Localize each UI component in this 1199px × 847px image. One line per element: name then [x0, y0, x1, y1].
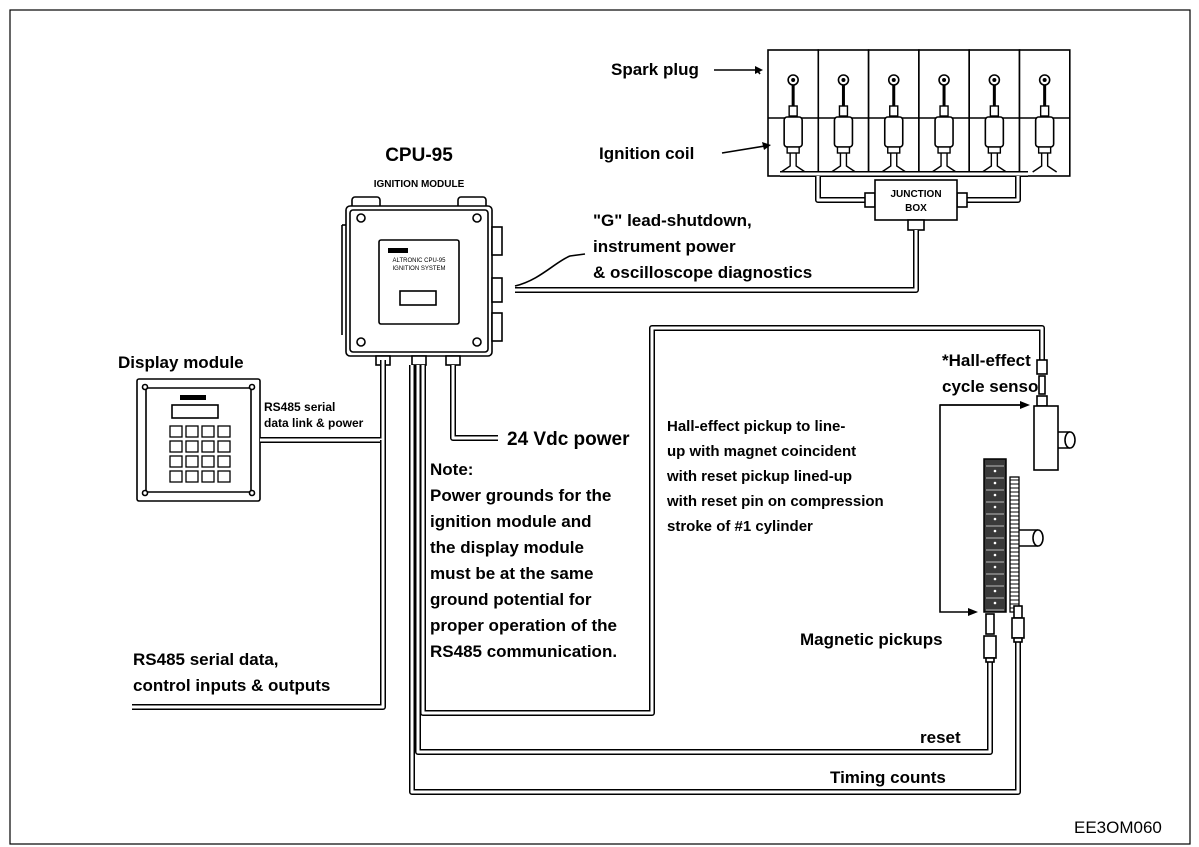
ground-note: Note: Power grounds for the ignition mod… [430, 460, 617, 661]
power-wire [450, 365, 498, 441]
ignition-coil [883, 116, 904, 148]
note-line: RS485 communication. [430, 642, 617, 661]
hall-note-line: with reset pickup lined-up [666, 468, 852, 485]
note-line: ground potential for [430, 590, 592, 609]
hall-sensor-label-2: cycle sensor [942, 377, 1045, 396]
rs485-link-label-1: RS485 serial [264, 400, 335, 414]
hall-note-line: stroke of #1 cylinder [667, 518, 813, 535]
module-brand-text: ALTRONIC CPU-95 [393, 258, 447, 264]
g-lead-wire [514, 230, 919, 293]
display-module [136, 378, 261, 502]
keypad-key[interactable] [185, 425, 199, 438]
drawing-code: EE3OM060 [1074, 818, 1162, 837]
hall-effect-wire [420, 325, 1045, 716]
ignition-coil [833, 116, 854, 148]
ignition-coil [934, 116, 954, 148]
keypad-key[interactable] [201, 425, 215, 438]
rs485-data-label-1: RS485 serial data, [133, 650, 279, 669]
g-lead-label-3: & oscilloscope diagnostics [593, 263, 812, 282]
timing-counts-label: Timing counts [830, 768, 946, 787]
hall-note-line: with reset pin on compression [666, 493, 884, 510]
g-lead-label-2: instrument power [593, 237, 736, 256]
rs485-data-wire [132, 440, 386, 710]
magnetic-pickups-leader [939, 404, 1022, 613]
rs485-link-label-2: data link & power [264, 416, 364, 430]
module-brand-text-2: IGNITION SYSTEM [392, 266, 445, 272]
hall-note-line: Hall-effect pickup to line- [667, 418, 845, 435]
reset-label: reset [920, 728, 961, 747]
hall-note-line: up with magnet coincident [667, 443, 856, 460]
cpu-subtitle: IGNITION MODULE [374, 179, 465, 190]
flywheel-ring-gear [983, 458, 1044, 617]
keypad-key[interactable] [217, 470, 231, 483]
hall-pickup-note: Hall-effect pickup to line- up with magn… [666, 418, 884, 535]
ignition-coil [1034, 116, 1055, 148]
cpu-title: CPU-95 [385, 145, 453, 166]
keypad-key[interactable] [169, 440, 183, 453]
junction-box-label-1: JUNCTION [890, 189, 941, 200]
hall-effect-sensor [1033, 359, 1076, 471]
coil-harness [815, 176, 1021, 203]
note-line: proper operation of the [430, 616, 617, 635]
note-line: Power grounds for the [430, 486, 611, 505]
keypad-key[interactable] [185, 455, 199, 468]
keypad-key[interactable] [169, 455, 183, 468]
engine-cylinder-bank [767, 49, 1071, 177]
timing-counts-wire [409, 365, 1021, 795]
junction-box: JUNCTION BOX [864, 179, 968, 231]
magnetic-pickup-timing [1011, 605, 1025, 643]
keypad-key[interactable] [185, 470, 199, 483]
rs485-data-label-2: control inputs & outputs [133, 676, 330, 695]
ignition-coil [984, 116, 1005, 148]
reset-wire [415, 365, 993, 755]
keypad-key[interactable] [169, 470, 183, 483]
hall-sensor-label-1: *Hall-effect [942, 351, 1031, 370]
ignition-coil-label: Ignition coil [599, 144, 694, 163]
ignition-coil-leader [721, 145, 766, 154]
ignition-coil [783, 116, 803, 148]
keypad-key[interactable] [217, 440, 231, 453]
diagram-frame [9, 9, 1191, 845]
magnetic-pickup-reset [983, 613, 997, 663]
ignition-module: ALTRONIC CPU-95 IGNITION SYSTEM [341, 196, 503, 366]
magnetic-pickups-label: Magnetic pickups [800, 630, 943, 649]
keypad-key[interactable] [201, 440, 215, 453]
spark-plug-leader [714, 69, 761, 75]
g-lead-label-1: "G" lead-shutdown, [593, 211, 752, 230]
keypad-key[interactable] [201, 470, 215, 483]
spark-plug-label: Spark plug [611, 60, 699, 79]
keypad-key[interactable] [217, 425, 231, 438]
note-line: the display module [430, 538, 584, 557]
keypad-key[interactable] [217, 455, 231, 468]
display-module-label: Display module [118, 353, 244, 372]
keypad-key[interactable] [169, 425, 183, 438]
note-line: must be at the same [430, 564, 593, 583]
keypad-key[interactable] [201, 455, 215, 468]
keypad [169, 425, 231, 483]
note-title: Note: [430, 460, 473, 479]
power-24v-label: 24 Vdc power [507, 429, 630, 450]
junction-box-label-2: BOX [905, 203, 927, 214]
note-line: ignition module and [430, 512, 591, 531]
keypad-key[interactable] [185, 440, 199, 453]
